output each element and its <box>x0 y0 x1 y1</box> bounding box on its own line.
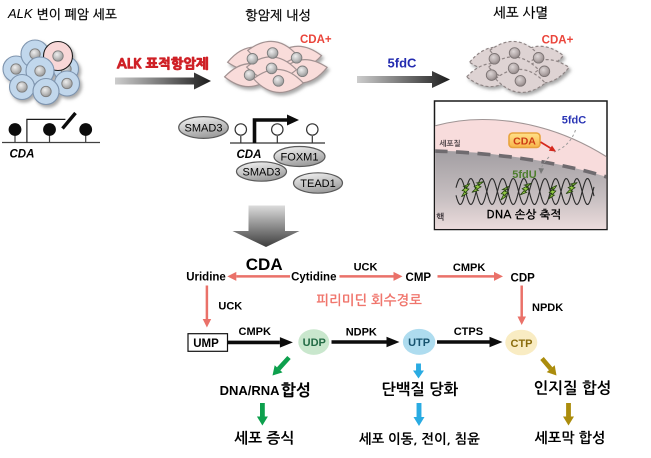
svg-text:5fdC: 5fdC <box>562 115 587 127</box>
svg-text:Cytidine: Cytidine <box>291 272 336 284</box>
svg-text:CMPK: CMPK <box>239 326 271 338</box>
svg-text:ALK: ALK <box>7 6 34 21</box>
svg-text:Uridine: Uridine <box>186 272 226 284</box>
svg-text:UDP: UDP <box>303 337 326 349</box>
svg-text:CTPS: CTPS <box>454 326 483 338</box>
svg-text:SMAD3: SMAD3 <box>185 123 223 135</box>
svg-text:UCK: UCK <box>354 261 378 273</box>
svg-text:CDA+: CDA+ <box>542 35 574 47</box>
svg-text:CDA: CDA <box>10 149 35 161</box>
svg-text:UTP: UTP <box>408 337 430 349</box>
svg-text:UMP: UMP <box>193 338 219 350</box>
svg-text:CMPK: CMPK <box>453 262 485 274</box>
svg-text:CDA: CDA <box>246 255 283 274</box>
svg-text:NPDK: NPDK <box>532 302 563 314</box>
svg-text:CDA: CDA <box>237 149 262 161</box>
svg-text:CTP: CTP <box>511 338 533 350</box>
svg-text:5fdU: 5fdU <box>512 169 537 181</box>
svg-text:5fdC: 5fdC <box>388 56 418 71</box>
svg-text:SMAD3: SMAD3 <box>243 167 281 179</box>
svg-text:CDP: CDP <box>511 273 536 285</box>
svg-text:TEAD1: TEAD1 <box>300 178 335 190</box>
svg-text:DNA/RNA: DNA/RNA <box>220 383 281 398</box>
svg-text:CMP: CMP <box>406 272 432 284</box>
svg-text:CDA+: CDA+ <box>300 34 332 46</box>
svg-text:FOXM1: FOXM1 <box>281 152 319 164</box>
svg-text:CDA: CDA <box>513 135 536 147</box>
svg-text:NDPK: NDPK <box>346 327 377 339</box>
svg-text:UCK: UCK <box>218 300 242 312</box>
